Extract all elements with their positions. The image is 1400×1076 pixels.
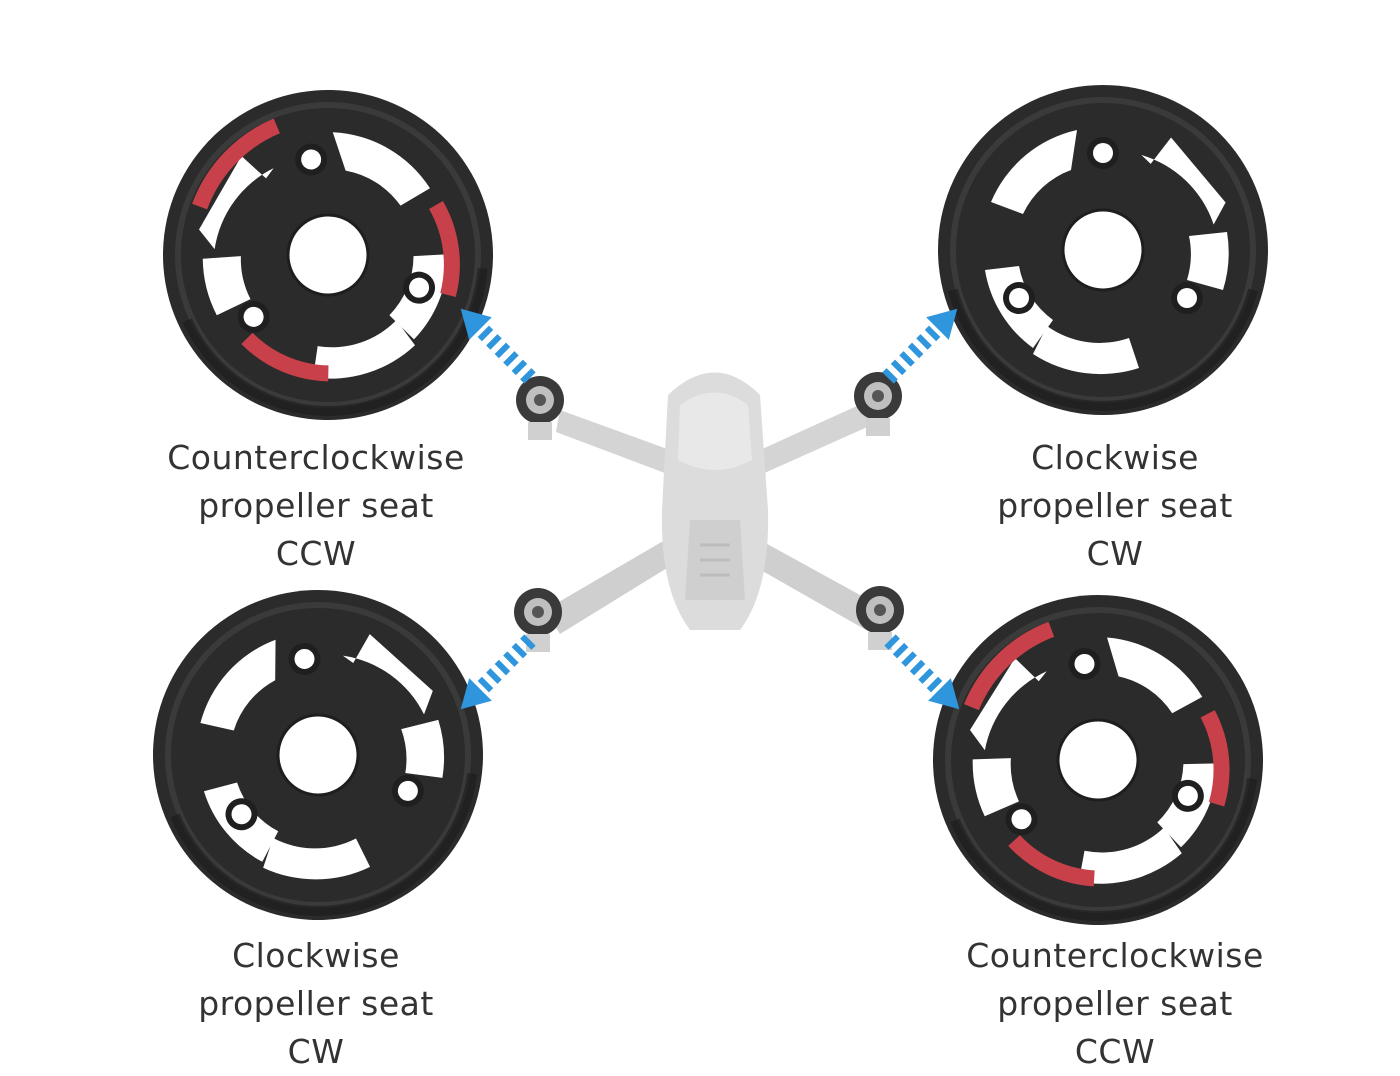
propeller-seat-top-left (137, 64, 519, 446)
motor-front-right (854, 372, 902, 436)
motor-rear-left (514, 588, 562, 652)
label-top-left-line3: CCW (275, 534, 357, 573)
label-top-right-line3: CW (1086, 534, 1144, 573)
label-top-left-line1: Counterclockwise (167, 438, 465, 477)
label-bottom-right-line1: Counterclockwise (966, 936, 1264, 975)
label-top-right-line1: Clockwise (1031, 438, 1199, 477)
arrow-top-right (877, 297, 969, 389)
label-bottom-left-line2: propeller seat (198, 984, 434, 1023)
label-top-right: Clockwise propeller seat CW (905, 434, 1325, 578)
diagram-canvas (0, 0, 1400, 1050)
arrow-bottom-left (449, 629, 541, 721)
label-bottom-right-line2: propeller seat (997, 984, 1233, 1023)
label-bottom-left-line3: CW (287, 1032, 345, 1071)
label-bottom-left: Clockwise propeller seat CW (106, 932, 526, 1076)
motor-front-left (516, 376, 564, 440)
label-top-left-line2: propeller seat (198, 486, 434, 525)
propeller-seat-bottom-left (132, 569, 505, 942)
propeller-seat-bottom-right (912, 574, 1285, 947)
label-top-left: Counterclockwise propeller seat CCW (106, 434, 526, 578)
motor-rear-right (856, 586, 904, 650)
label-top-right-line2: propeller seat (997, 486, 1233, 525)
drone-illustration (514, 372, 904, 652)
label-bottom-right-line3: CCW (1074, 1032, 1156, 1071)
label-bottom-right: Counterclockwise propeller seat CCW (905, 932, 1325, 1076)
propeller-seat-top-right (938, 85, 1268, 415)
label-bottom-left-line1: Clockwise (232, 936, 400, 975)
